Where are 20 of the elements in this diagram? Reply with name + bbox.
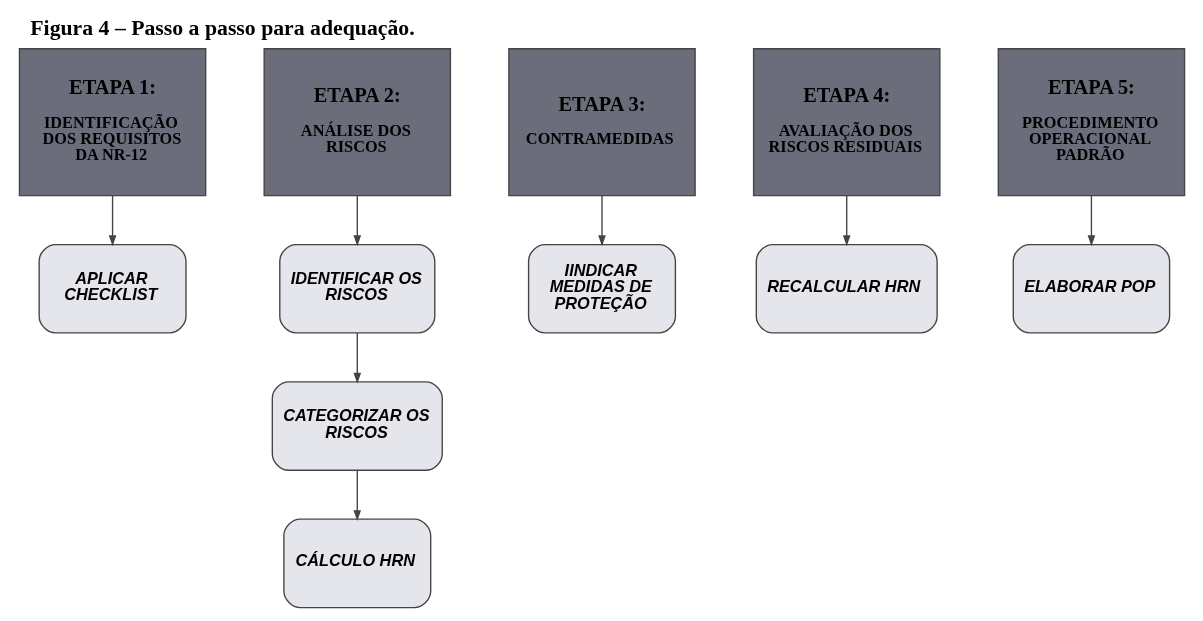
node-box: CÁLCULO HRN: [282, 518, 431, 609]
arrow: [108, 195, 116, 247]
node-box: ETAPA 1: IDENTIFICAÇÃO DOS REQUISITOS DA NR-12: [18, 48, 206, 197]
node-box: IDENTIFICAR OS RISCOS: [278, 243, 435, 334]
diagram-title: Figura 4 – Passo a passo para adequação.: [29, 15, 415, 40]
node-box: ELABORAR POP: [1012, 243, 1170, 334]
node-box: CATEGORIZAR OS RISCOS: [271, 381, 443, 471]
arrow: [352, 469, 361, 522]
arrow: [352, 195, 361, 247]
node-box: ETAPA 5: PROCEDIMENTO OPERACIONAL PADRÃO: [997, 48, 1185, 197]
arrow: [1087, 195, 1095, 247]
arrow: [842, 195, 851, 247]
node-box: APLICAR CHECKLIST: [37, 243, 187, 334]
node-box: ETAPA 4: AVALIAÇÃO DOS RISCOS RESIDUAIS: [752, 48, 941, 197]
node-box: IINDICAR MEDIDAS DE PROTEÇÃO: [527, 243, 676, 334]
arrow: [597, 195, 606, 247]
node-box: RECALCULAR HRN: [755, 243, 938, 334]
node-box: ETAPA 2: ANÁLISE DOS RISCOS: [262, 48, 451, 197]
arrow: [352, 332, 361, 384]
node-box: ETAPA 3: CONTRAMEDIDAS: [507, 48, 696, 197]
